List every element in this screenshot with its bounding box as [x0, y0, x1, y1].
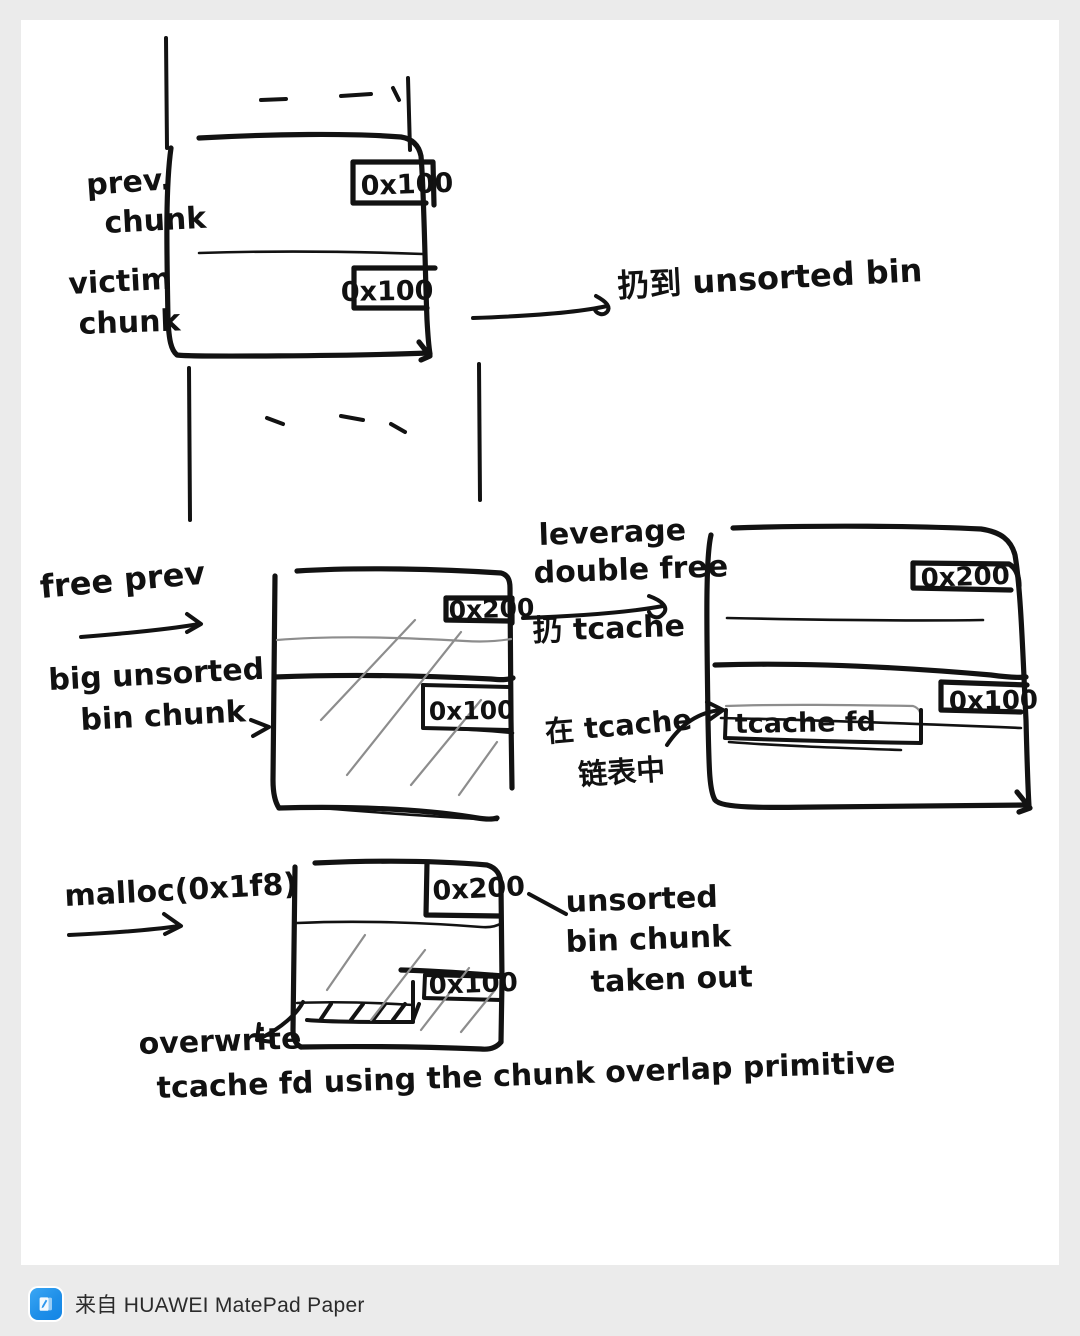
- size-tag-right-top: 0x200: [920, 561, 1010, 594]
- annotation-in-tcache-line2: 链表中: [577, 752, 666, 792]
- label-free-prev: free prev: [38, 554, 206, 606]
- section-2-center-text: leverage double free 扔 tcache 在 tcache 链…: [532, 513, 729, 792]
- label-malloc-call: malloc(0x1f8): [64, 867, 298, 914]
- annotation-leverage-line3: 扔 tcache: [532, 609, 685, 649]
- section-2-right-drawing: [704, 523, 1033, 815]
- annotation-taken-out-line3: taken out: [590, 959, 753, 1000]
- footer-bar: 来自 HUAWEI MatePad Paper: [21, 1272, 1059, 1336]
- annotation-overwrite-line1: overwrite: [138, 1021, 302, 1062]
- label-prev-chunk-line1: prev.: [85, 162, 172, 203]
- size-tag-bottom-mid: 0x100: [428, 968, 518, 1001]
- section-2-left-drawing: [79, 566, 516, 822]
- handwriting-canvas: prev. chunk victim chunk 0x100 0x100 扔到 …: [38, 36, 1039, 1106]
- size-tag-right-mid: 0x100: [949, 685, 1039, 717]
- label-victim-chunk-line2: chunk: [78, 303, 182, 342]
- annotation-unsorted-bin: 扔到 unsorted bin: [616, 251, 923, 305]
- annotation-taken-out-line2: bin chunk: [565, 919, 733, 960]
- section-2-center-drawing: [521, 594, 725, 747]
- note-card: prev. chunk victim chunk 0x100 0x100 扔到 …: [21, 20, 1059, 1265]
- annotation-leverage-line1: leverage: [538, 513, 687, 553]
- label-victim-chunk-line1: victim: [68, 262, 173, 302]
- annotation-taken-out-line1: unsorted: [565, 880, 718, 920]
- size-tag-victim-chunk: 0x100: [341, 275, 434, 308]
- section-2-left-text: free prev big unsorted bin chunk 0x200 0…: [38, 554, 534, 738]
- section-1-text: prev. chunk victim chunk 0x100 0x100 扔到 …: [68, 162, 924, 342]
- label-prev-chunk-line2: chunk: [104, 201, 209, 241]
- size-tag-bottom-top: 0x200: [432, 871, 526, 907]
- size-tag-prev-chunk: 0x100: [360, 168, 454, 202]
- annotation-leverage-line2: double free: [533, 549, 729, 591]
- size-tag-left-top: 0x200: [448, 593, 535, 625]
- size-tag-left-mid: 0x100: [429, 696, 515, 726]
- section-1-drawing: [164, 36, 611, 522]
- section-2-right-text: 0x200 0x100 tcache fd: [735, 561, 1039, 740]
- section-3-text: malloc(0x1f8) 0x200 0x100 unsorted bin c…: [64, 867, 896, 1106]
- label-big-unsorted-line2: bin chunk: [80, 694, 248, 738]
- section-3-drawing: [67, 858, 568, 1052]
- matepad-note-icon: [30, 1288, 62, 1320]
- field-tcache-fd: tcache fd: [735, 707, 877, 740]
- label-big-unsorted-line1: big unsorted: [48, 652, 265, 698]
- footer-label: 来自 HUAWEI MatePad Paper: [75, 1294, 365, 1317]
